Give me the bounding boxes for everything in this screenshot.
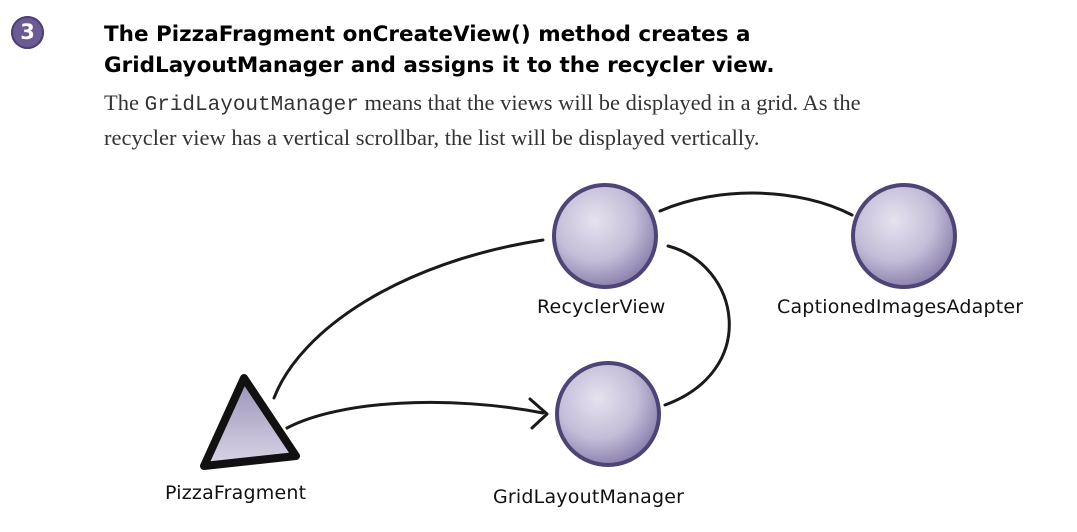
label-pizzafragment: PizzaFragment — [165, 482, 307, 504]
step-heading-line-2: GridLayoutManager and assigns it to the … — [104, 53, 775, 78]
step-description: The GridLayoutManager means that the vie… — [104, 87, 1064, 154]
arrowhead-gridlayoutmanager — [528, 397, 549, 430]
edge-pizzafragment-recyclerview — [272, 238, 545, 400]
label-gridlayoutmanager: GridLayoutManager — [493, 486, 685, 508]
edge-recyclerview-captionedimagesadapter — [658, 191, 854, 217]
label-captionedimagesadapter: CaptionedImagesAdapter — [777, 296, 1024, 318]
label-recyclerview: RecyclerView — [537, 296, 666, 318]
node-recyclerview — [552, 183, 658, 289]
node-gridlayoutmanager — [555, 361, 661, 467]
description-code-term: GridLayoutManager — [144, 94, 359, 117]
description-prefix: The — [104, 90, 145, 115]
step-number-badge: 3 — [11, 16, 44, 49]
description-line-2: recycler view has a vertical scrollbar, … — [104, 125, 760, 150]
step-heading-line-1: The PizzaFragment onCreateView() method … — [104, 22, 751, 47]
node-pizzafragment — [200, 374, 300, 470]
edge-pizzafragment-gridlayoutmanager — [285, 400, 545, 430]
edge-recyclerview-gridlayoutmanager — [663, 244, 731, 407]
step-heading: The PizzaFragment onCreateView() method … — [104, 19, 1034, 81]
node-captionedimagesadapter — [851, 183, 957, 289]
description-line-1-rest: means that the views will be displayed i… — [358, 90, 861, 115]
